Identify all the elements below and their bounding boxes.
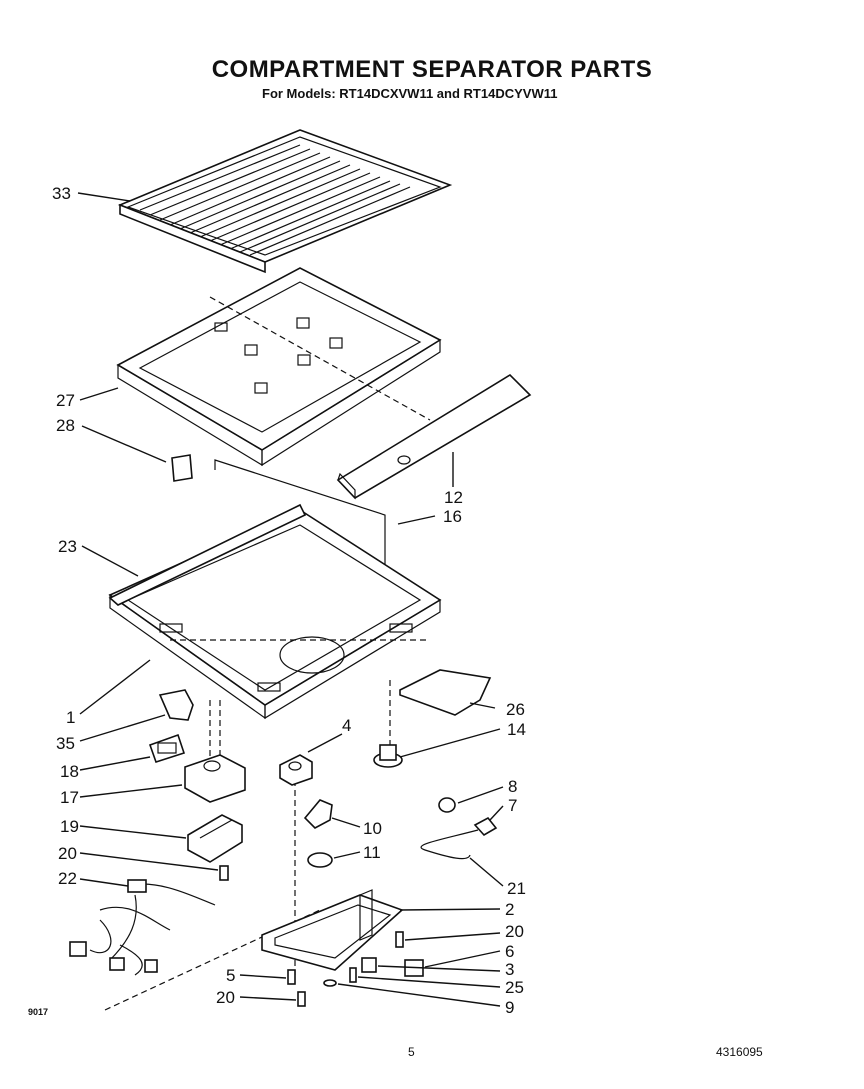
part-33-shelf <box>117 129 453 274</box>
callout-18: 18 <box>60 762 79 781</box>
callout-35: 35 <box>56 734 75 753</box>
part-17 <box>184 754 246 803</box>
callout-19: 19 <box>60 817 79 836</box>
part-2-tray <box>261 889 404 971</box>
callout-5: 5 <box>226 966 235 985</box>
callout-9: 9 <box>505 998 514 1017</box>
callout-28: 28 <box>56 416 75 435</box>
part-10 <box>303 799 333 829</box>
part-20-screw <box>219 865 229 881</box>
part-21-wire <box>420 829 479 860</box>
callout-2: 2 <box>505 900 514 919</box>
callout-27: 27 <box>56 391 75 410</box>
part-20-screw-bottom <box>297 991 306 1007</box>
page-title: COMPARTMENT SEPARATOR PARTS <box>211 56 653 83</box>
callout-labels: 33 27 28 12 16 23 1 26 35 4 14 18 17 19 … <box>52 184 526 1017</box>
callout-12: 12 <box>444 488 463 507</box>
callout-4: 4 <box>342 716 351 735</box>
part-8 <box>438 797 456 813</box>
callout-33: 33 <box>52 184 71 203</box>
callout-23: 23 <box>58 537 77 556</box>
callout-26: 26 <box>506 700 525 719</box>
page-number: 5 <box>408 1045 415 1059</box>
part-1-base <box>108 503 442 720</box>
callout-14: 14 <box>507 720 526 739</box>
callout-7: 7 <box>508 796 517 815</box>
part-18 <box>148 733 186 763</box>
part-14 <box>373 744 403 768</box>
callout-20-bottom: 20 <box>216 988 235 1007</box>
callout-16: 16 <box>443 507 462 526</box>
part-19 <box>187 814 243 863</box>
page-subtitle: For Models: RT14DCXVW11 and RT14DCYVW11 <box>262 86 558 101</box>
part-5-screw <box>287 969 296 985</box>
callout-22: 22 <box>58 869 77 888</box>
part-22-harness <box>69 879 216 976</box>
leader-lines <box>77 192 504 1007</box>
part-28 <box>171 454 193 482</box>
part-11 <box>307 852 333 868</box>
part-7 <box>473 816 498 837</box>
part-3 <box>361 957 377 973</box>
callout-6: 6 <box>505 942 514 961</box>
part-25 <box>349 967 357 983</box>
figure-code: 9017 <box>28 1007 48 1017</box>
callout-11: 11 <box>363 843 381 862</box>
part-20-screw-right <box>395 931 404 948</box>
callout-20: 20 <box>58 844 77 863</box>
part-4 <box>279 754 313 786</box>
callout-10: 10 <box>363 819 382 838</box>
part-27-frame <box>116 267 442 467</box>
callout-21: 21 <box>507 879 526 898</box>
part-9 <box>323 979 337 987</box>
callout-25: 25 <box>505 978 524 997</box>
part-12-rail <box>336 373 532 500</box>
callout-1: 1 <box>66 708 75 727</box>
callout-3: 3 <box>505 960 514 979</box>
document-number: 4316095 <box>716 1045 763 1059</box>
part-26 <box>399 669 492 716</box>
callout-17: 17 <box>60 788 79 807</box>
part-35 <box>158 689 194 721</box>
callout-20-right: 20 <box>505 922 524 941</box>
callout-8: 8 <box>508 777 517 796</box>
